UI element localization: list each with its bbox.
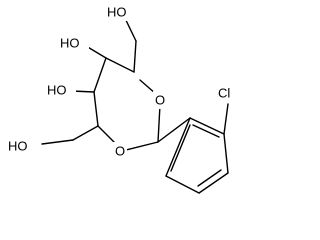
bond-aryl-double-2	[197, 169, 222, 187]
bond-aryl-double-1	[192, 124, 220, 138]
ring-oxygen-lower: O	[115, 144, 125, 159]
bond-ch2-oh-bottom	[41, 139, 74, 145]
bond-aryl-double-3	[170, 124, 191, 172]
bond-aryl-cl	[223, 103, 229, 135]
bond-acetal-aryl	[157, 117, 191, 143]
bond-acetal-o	[157, 104, 161, 143]
bond-o-acetal	[125, 141, 159, 151]
oh-left-lower-label: HO	[47, 83, 67, 98]
bond-aryl-4	[165, 175, 200, 194]
bond-aryl-1	[189, 117, 225, 135]
bond-c1-ch2	[133, 40, 137, 73]
bond-c3-c4	[93, 91, 99, 127]
bond-aryl-3	[198, 172, 229, 194]
bond-aryl-5	[165, 117, 191, 177]
oh-top-label: HO	[107, 5, 127, 20]
bond-c4-ch2	[72, 125, 99, 141]
bond-c1-c2	[105, 57, 135, 73]
bond-aryl-2	[223, 133, 229, 174]
oh-left-upper-label: HO	[60, 36, 80, 51]
chlorine-label: Cl	[218, 86, 230, 101]
bond-c2-oh	[85, 45, 107, 59]
bond-c2-c3	[93, 57, 107, 93]
chemical-structure: HO HO HO HO O O Cl	[8, 4, 231, 194]
oh-bottom-label: HO	[8, 139, 28, 154]
ring-oxygen-upper: O	[155, 93, 165, 108]
